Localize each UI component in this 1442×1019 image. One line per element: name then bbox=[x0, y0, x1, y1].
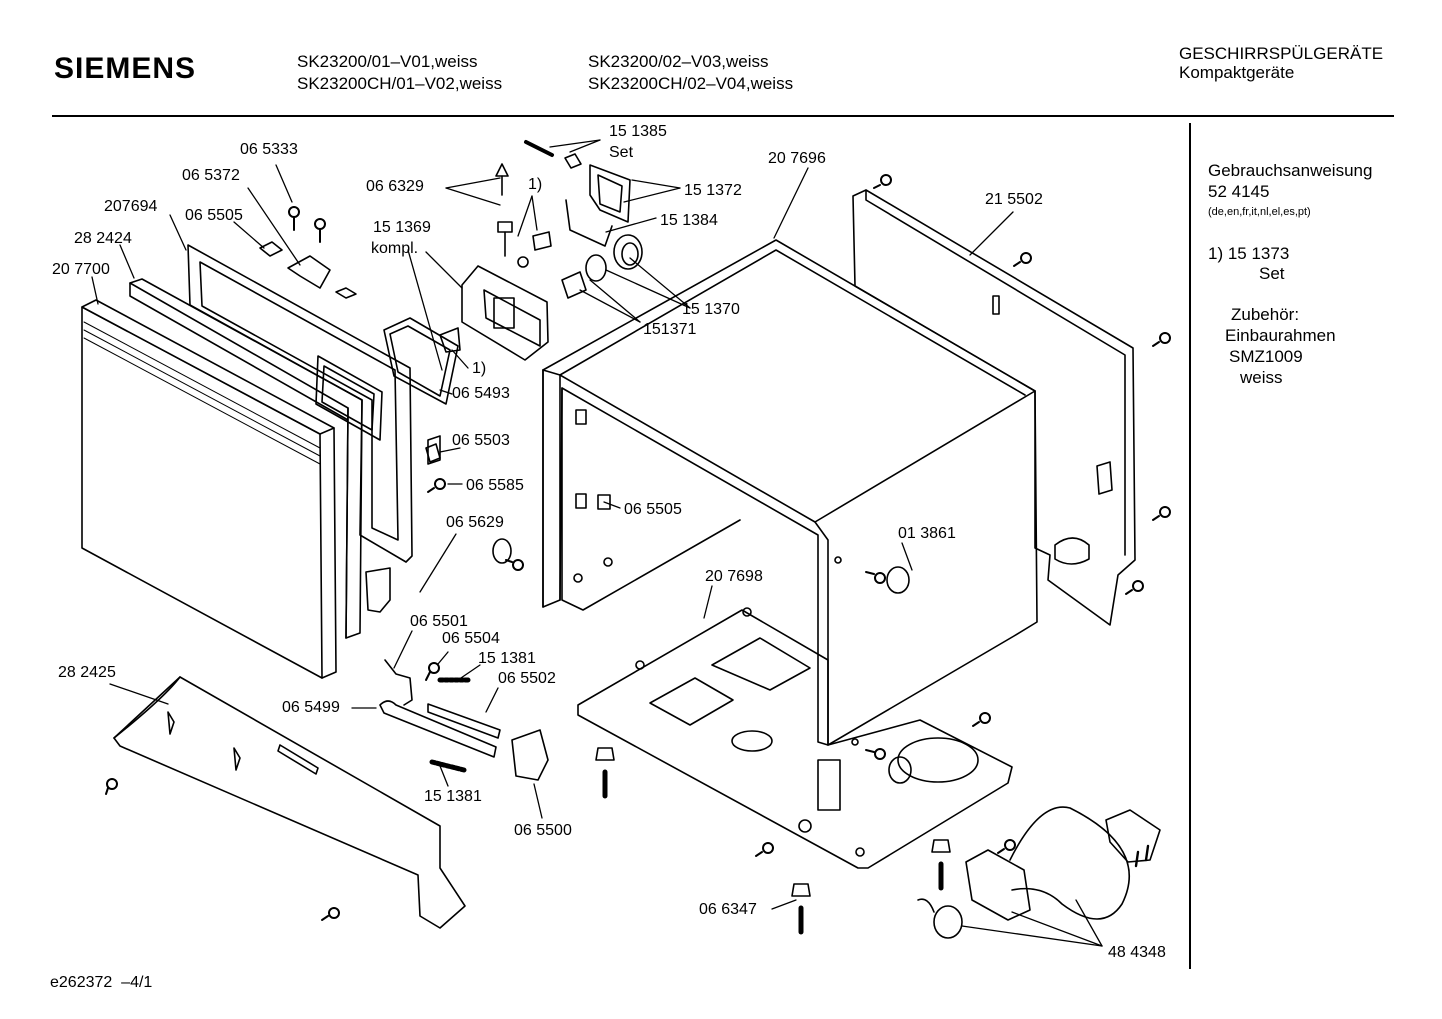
accessory-title: Zubehör: bbox=[1231, 305, 1300, 324]
part-label: 06 6329 bbox=[366, 178, 424, 195]
manual-number: 52 4145 bbox=[1208, 182, 1270, 201]
model-line-3: SK23200/02–V03,weiss bbox=[588, 52, 769, 71]
part-label: 15 1385 bbox=[609, 123, 667, 140]
part-label: 15 1381 bbox=[478, 650, 536, 667]
screw-icon bbox=[873, 174, 892, 189]
feet bbox=[595, 566, 951, 935]
screw-icon bbox=[288, 206, 300, 231]
part-label: 151371 bbox=[643, 321, 697, 338]
inner-door bbox=[187, 244, 413, 563]
accessory-color: weiss bbox=[1240, 368, 1283, 387]
part-label: 06 5501 bbox=[410, 613, 468, 630]
footnote-ref: 1) 15 1373 bbox=[1208, 244, 1290, 263]
part-label: 06 5503 bbox=[452, 432, 510, 449]
clips bbox=[259, 241, 611, 510]
screw-icon bbox=[997, 839, 1016, 854]
part-label: 06 6347 bbox=[699, 901, 757, 918]
part-label: 15 1370 bbox=[682, 301, 740, 318]
part-label: 06 5499 bbox=[282, 699, 340, 716]
screw-icon bbox=[505, 559, 524, 571]
power-cord bbox=[917, 806, 1161, 939]
part-label: 21 5502 bbox=[985, 191, 1043, 208]
accessory-name: Einbaurahmen bbox=[1225, 326, 1336, 345]
screw-icon bbox=[1013, 252, 1032, 267]
screws bbox=[105, 174, 1171, 921]
manual-languages: (de,en,fr,it,nl,el,es,pt) bbox=[1208, 206, 1311, 218]
part-label: 06 5500 bbox=[514, 822, 572, 839]
part-label: 15 1381 bbox=[424, 788, 482, 805]
screw-icon bbox=[105, 778, 118, 795]
part-label: 06 5629 bbox=[446, 514, 504, 531]
part-label: 1) bbox=[528, 176, 543, 193]
leader-lines bbox=[91, 139, 1103, 947]
screw-icon bbox=[425, 662, 440, 681]
part-label: 20 7700 bbox=[52, 261, 110, 278]
screw-icon bbox=[321, 907, 340, 921]
screw-icon bbox=[755, 842, 774, 857]
part-label: 15 1384 bbox=[660, 212, 718, 229]
part-label: 06 5502 bbox=[498, 670, 556, 687]
part-label: 06 5585 bbox=[466, 477, 524, 494]
part-label: 48 4348 bbox=[1108, 944, 1166, 961]
part-label: 207694 bbox=[104, 198, 158, 215]
part-label: 15 1369 bbox=[373, 219, 431, 236]
screw-icon bbox=[1125, 580, 1144, 595]
sidebar-divider bbox=[1189, 123, 1191, 969]
brand-logo: SIEMENS bbox=[54, 52, 197, 85]
footnote-set: Set bbox=[1259, 264, 1285, 283]
hinge-parts bbox=[365, 435, 549, 781]
model-line-2: SK23200CH/01–V02,weiss bbox=[297, 74, 503, 93]
kick-plate bbox=[113, 676, 466, 929]
part-label: 06 5504 bbox=[442, 630, 500, 647]
screw-icon bbox=[1152, 332, 1171, 347]
screw-icon bbox=[972, 712, 991, 727]
part-label: 28 2424 bbox=[74, 230, 132, 247]
accessory-model: SMZ1009 bbox=[1229, 347, 1303, 366]
part-label: 20 7696 bbox=[768, 150, 826, 167]
manual-title: Gebrauchsanweisung bbox=[1208, 161, 1373, 180]
model-line-1: SK23200/01–V01,weiss bbox=[297, 52, 478, 71]
screw-icon bbox=[314, 218, 326, 243]
door-gasket bbox=[383, 317, 459, 405]
screw-icon bbox=[1152, 506, 1171, 521]
part-label: 01 3861 bbox=[898, 525, 956, 542]
cabinet-body bbox=[542, 239, 1038, 811]
category-subtitle: Kompaktgeräte bbox=[1179, 63, 1295, 82]
part-label: 15 1372 bbox=[684, 182, 742, 199]
part-label: 06 5372 bbox=[182, 167, 240, 184]
screw-icon bbox=[865, 748, 886, 760]
part-label: 06 5505 bbox=[624, 501, 682, 518]
screw-icon bbox=[427, 478, 446, 493]
part-label: 06 5493 bbox=[452, 385, 510, 402]
lock-accessories bbox=[495, 140, 643, 299]
base-plate bbox=[577, 607, 1013, 869]
door-panel bbox=[81, 299, 337, 679]
door-lock-module bbox=[439, 265, 549, 361]
part-label: 28 2425 bbox=[58, 664, 116, 681]
part-label: 1) bbox=[472, 360, 487, 377]
part-label: Set bbox=[609, 144, 634, 161]
door-frame bbox=[129, 278, 363, 639]
drawing-reference: e262372 –4/1 bbox=[50, 974, 153, 991]
part-label: 20 7698 bbox=[705, 568, 763, 585]
screw-icon bbox=[865, 571, 886, 584]
model-line-4: SK23200CH/02–V04,weiss bbox=[588, 74, 794, 93]
part-label: kompl. bbox=[371, 240, 419, 257]
category-block: GESCHIRRSPÜLGERÄTE Kompaktgeräte bbox=[1179, 44, 1383, 82]
back-panel bbox=[852, 189, 1136, 626]
header-divider bbox=[52, 115, 1394, 117]
part-label: 06 5333 bbox=[240, 141, 298, 158]
category-title: GESCHIRRSPÜLGERÄTE bbox=[1179, 44, 1384, 63]
part-label: 06 5505 bbox=[185, 207, 243, 224]
